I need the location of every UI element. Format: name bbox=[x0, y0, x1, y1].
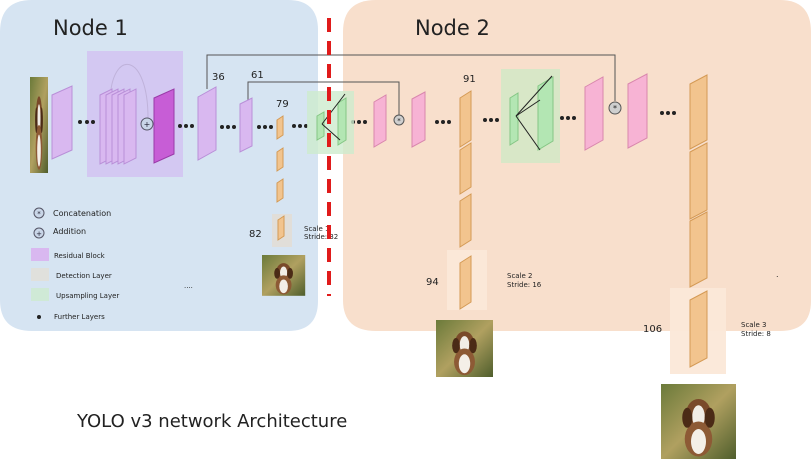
legend-residual-swatch bbox=[31, 248, 49, 261]
scale3-dog-image bbox=[661, 384, 736, 459]
node2-label: Node 2 bbox=[415, 16, 490, 40]
upsample-layer-2a bbox=[509, 92, 519, 146]
scale2-stride: Stride: 16 bbox=[507, 281, 542, 289]
scale1-detection-layers bbox=[272, 115, 292, 247]
concat-glyph-1: * bbox=[397, 117, 401, 125]
legend-residual-block: Residual Block bbox=[54, 252, 106, 260]
upsample-layer-1b bbox=[337, 97, 347, 146]
addition-icon bbox=[140, 117, 154, 131]
legend-addition: Addition bbox=[53, 227, 86, 236]
residual-output-layer bbox=[153, 88, 175, 164]
upsample-lines-1 bbox=[321, 93, 346, 141]
node1-label: Node 1 bbox=[53, 16, 128, 40]
legend: * Concatenation + Addition Residual Bloc… bbox=[31, 207, 193, 321]
route-layer-4 bbox=[627, 73, 648, 149]
legend-detection-layer: Detection Layer bbox=[56, 272, 112, 280]
layer-79-number: 79 bbox=[276, 99, 289, 110]
residual-stack bbox=[99, 88, 137, 165]
layer-61 bbox=[239, 97, 253, 153]
layer-91-number: 91 bbox=[463, 74, 476, 85]
concatenation-icon-2 bbox=[608, 101, 622, 115]
concatenation-icon-1 bbox=[393, 114, 405, 126]
small-dot-marker: . bbox=[776, 270, 779, 279]
scale3-title: Scale 3 bbox=[741, 321, 767, 329]
legend-upsampling-layer: Upsampling Layer bbox=[56, 292, 119, 300]
addition-legend-icon bbox=[33, 227, 45, 239]
scale1-title: Scale 1 bbox=[304, 225, 330, 233]
scale3-stride: Stride: 8 bbox=[741, 330, 771, 338]
layer-61-number: 61 bbox=[251, 70, 264, 81]
diagram-caption: YOLO v3 network Architecture bbox=[76, 411, 347, 432]
legend-upsampling-swatch bbox=[31, 288, 49, 301]
layer-94-number: 94 bbox=[426, 277, 439, 288]
addition-glyph: + bbox=[144, 120, 151, 129]
legend-ellipsis: .... bbox=[184, 282, 193, 290]
further-layers-dot bbox=[37, 315, 41, 319]
legend-detection-swatch bbox=[31, 268, 49, 281]
concat-glyph-2: * bbox=[613, 104, 617, 113]
scale1-dog-image bbox=[262, 255, 306, 296]
legend-further-layers: Further Layers bbox=[54, 313, 105, 321]
scale2-detection-layers bbox=[447, 90, 487, 310]
concatenation-icon bbox=[33, 207, 45, 219]
legend-concatenation: Concatenation bbox=[53, 209, 111, 218]
layer-36-number: 36 bbox=[212, 72, 225, 83]
route-layer-2 bbox=[411, 91, 426, 148]
scale3-detection-layers bbox=[670, 74, 726, 374]
layer-82-number: 82 bbox=[249, 229, 262, 240]
upsample-layer-1a bbox=[316, 111, 325, 141]
scale1-stride: Stride: 32 bbox=[304, 233, 338, 241]
layer-106-number: 106 bbox=[643, 324, 662, 335]
input-dog-image bbox=[30, 77, 48, 173]
scale2-title: Scale 2 bbox=[507, 272, 533, 280]
node2-panel bbox=[343, 0, 811, 331]
layer-36 bbox=[197, 86, 217, 161]
input-layer bbox=[51, 85, 73, 160]
scale2-dog-image bbox=[436, 320, 493, 377]
upsample-layer-2b bbox=[537, 76, 554, 151]
route-layer-1 bbox=[373, 94, 387, 148]
route-layer-3 bbox=[584, 76, 604, 151]
upsample-lines-2 bbox=[515, 75, 553, 151]
svg-text:*: * bbox=[37, 210, 41, 218]
svg-text:+: + bbox=[36, 230, 42, 238]
